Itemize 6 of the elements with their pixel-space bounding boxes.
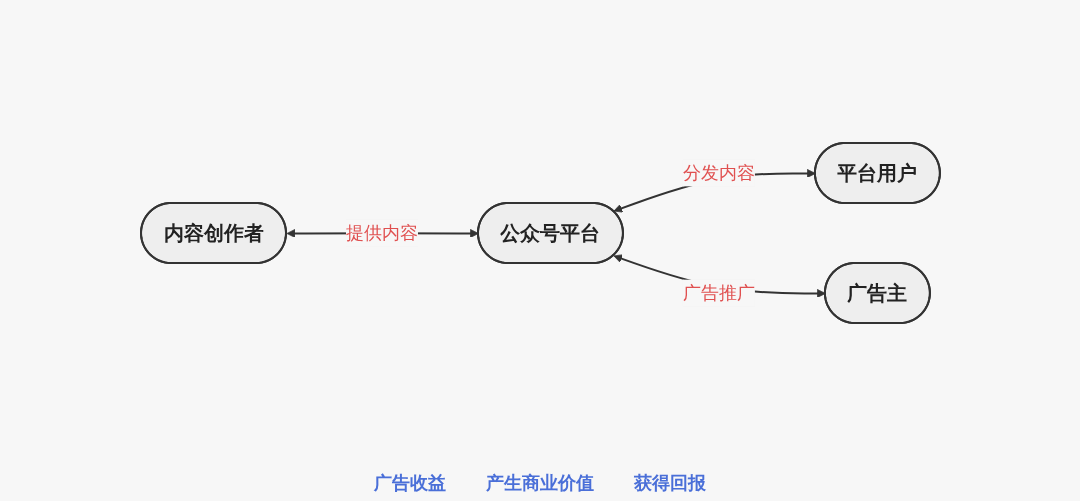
note-text: 广告收益	[374, 471, 446, 495]
edge-label: 提供内容	[345, 221, 418, 243]
edge-label: 分发内容	[682, 162, 755, 183]
note-text: 获得回报	[634, 471, 706, 495]
edge-label: 广告推广	[682, 281, 755, 303]
note-text: 产生商业价值	[486, 471, 594, 495]
